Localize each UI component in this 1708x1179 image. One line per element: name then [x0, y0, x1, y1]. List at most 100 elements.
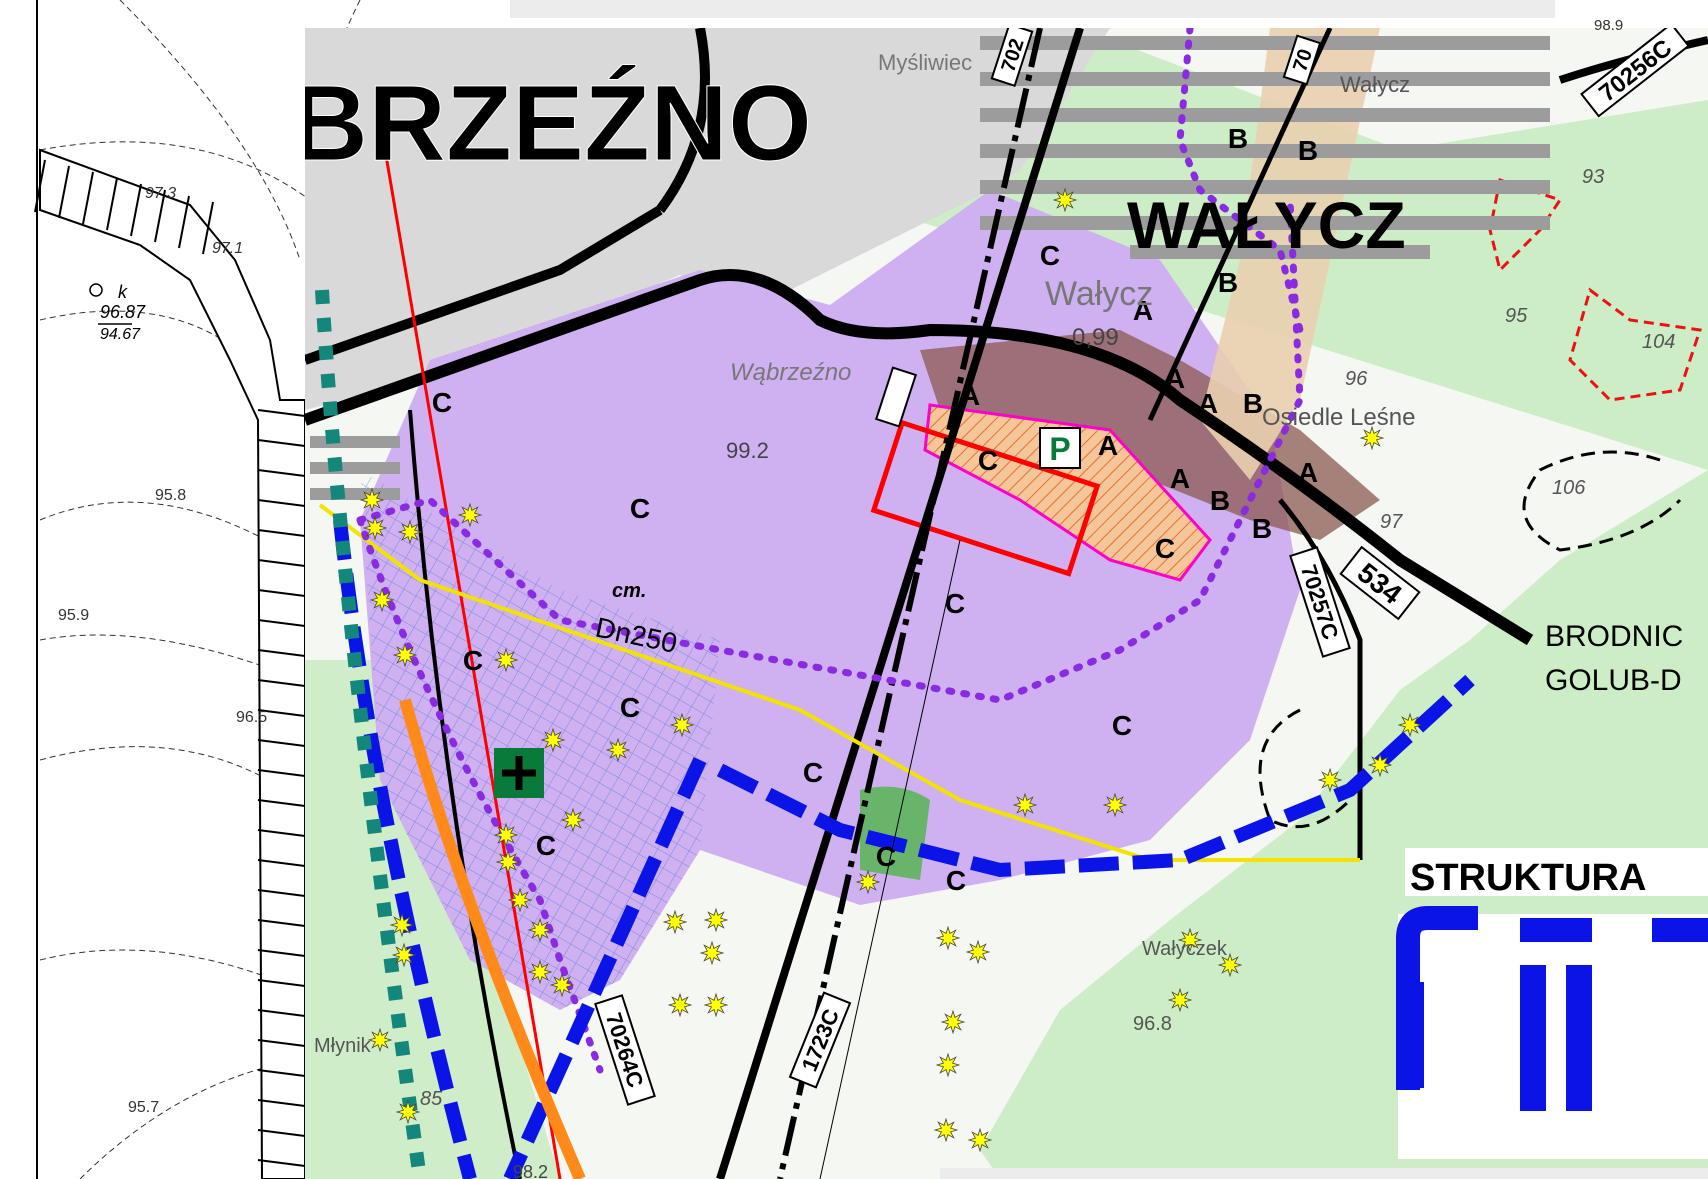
star-marker: [1359, 425, 1385, 451]
elevation-label: 95.9: [58, 607, 89, 624]
grey-stripe: [980, 144, 1550, 158]
elevation-label: 99.2: [726, 438, 769, 463]
place-name-brzezno: BRZEŹNO: [290, 62, 812, 183]
grey-stripe: [980, 180, 1550, 194]
star-marker: [1052, 187, 1078, 213]
power-line-red: [378, 119, 562, 1179]
star-marker: [391, 942, 417, 968]
star-marker: [549, 972, 575, 998]
elevation-label: 98.2: [513, 1162, 548, 1179]
road-number-plate: 702: [990, 28, 1034, 87]
grey-stripe: [310, 462, 400, 474]
star-marker: [855, 869, 881, 895]
star-marker: [967, 1127, 993, 1153]
parking-icon: [1039, 427, 1081, 469]
hatch-tick: [257, 829, 306, 837]
hatch-tick: [257, 949, 306, 957]
hatch-tick: [257, 739, 306, 747]
legend-symbol-corridor: [1396, 906, 1708, 1159]
grey-stripe: [980, 36, 1550, 50]
elevation-label: 106: [1552, 477, 1586, 499]
road-70264c: [408, 409, 522, 1179]
zone-label: A: [1298, 457, 1318, 488]
railway-station-box: [874, 366, 918, 428]
hatch-tick: [154, 189, 166, 243]
zone-label: C: [620, 692, 640, 723]
elevation-label: 97: [1380, 511, 1403, 533]
elevation-label: 85: [420, 1088, 443, 1110]
star-marker: [935, 1052, 961, 1078]
grey-stripe: [980, 72, 1550, 86]
legend-title: STRUKTURA: [1410, 857, 1646, 899]
zone-label: B: [1298, 135, 1318, 166]
star-marker: [667, 992, 693, 1018]
orange-route: [399, 698, 586, 1179]
road-brzezno-north: [655, 28, 710, 213]
cemetery-marker-label: cm.: [612, 580, 646, 602]
base-contour-0: [39, 141, 311, 201]
star-marker: [527, 917, 553, 943]
star-marker: [540, 727, 566, 753]
road-brzezno-west: [305, 205, 663, 365]
hatched-band-outline: [39, 148, 306, 1179]
star-marker: [1397, 712, 1423, 738]
star-marker: [362, 515, 388, 541]
elevation-label: 95.8: [155, 487, 186, 504]
hatch-tick: [257, 1039, 306, 1047]
hatch-tick: [257, 1159, 306, 1167]
parking-label: P: [1049, 431, 1070, 467]
bottom-grey-bar: [940, 1168, 1708, 1179]
zone-label: C: [1112, 710, 1132, 741]
star-marker: [1217, 952, 1243, 978]
hatch-tick: [34, 159, 46, 213]
star-marker: [367, 1027, 393, 1053]
main-road-534: [305, 269, 1534, 646]
protected-area-outline-2: [1568, 287, 1702, 402]
zone-label: C: [536, 830, 556, 861]
zone-label: B: [1228, 123, 1248, 154]
zone-label: B: [1218, 267, 1238, 298]
star-marker: [457, 502, 483, 528]
eco-corridor-diagonal: [503, 757, 707, 1179]
zone-label: C: [945, 588, 965, 619]
zone-label: C: [803, 757, 823, 788]
zone-label: A: [1198, 388, 1218, 419]
elevation-label: 93: [1582, 166, 1604, 188]
hatch-tick: [257, 889, 306, 897]
road-70257c-north: [1147, 28, 1333, 422]
base-contour-5: [119, 0, 301, 261]
place-name-walycz: WAŁYCZ: [1127, 188, 1406, 262]
zone-label: C: [876, 841, 896, 872]
zone-label: C: [946, 865, 966, 896]
hatch-tick: [257, 439, 306, 447]
zone-label: A: [1098, 430, 1118, 461]
direction-label-2: GOLUB-D: [1545, 664, 1682, 697]
boundary-dotted-central: [356, 196, 1304, 704]
direction-label-1: BRODNIC: [1545, 620, 1683, 653]
elevation-label: 97.1: [212, 240, 243, 257]
grey-stripe: [310, 488, 400, 500]
hatch-tick: [257, 769, 306, 777]
road-70257c-south: [1278, 498, 1363, 860]
hatch-tick: [58, 165, 70, 219]
zone-label: A: [1165, 363, 1185, 394]
star-marker: [369, 587, 395, 613]
hatch-tick: [257, 859, 306, 867]
teal-corridor: [315, 289, 427, 1179]
star-marker: [669, 712, 695, 738]
star-marker: [397, 519, 423, 545]
legend-title-bg: [1405, 848, 1708, 896]
star-marker: [493, 647, 519, 673]
base-contour-3: [39, 746, 301, 801]
topo-label-osiedle: Osiedle Leśne: [1262, 404, 1415, 431]
railway-line: [777, 28, 1043, 1179]
hatch-tick: [257, 589, 306, 597]
planned-plot-outline: [870, 419, 1101, 577]
topo-label-mlynik: Młynik: [314, 1035, 372, 1057]
elevation-label: 95.7: [128, 1099, 159, 1116]
elevation-label: 0,99: [1072, 324, 1119, 351]
zone-label: C: [978, 445, 998, 476]
boundary-dotted-west: [356, 516, 604, 1074]
